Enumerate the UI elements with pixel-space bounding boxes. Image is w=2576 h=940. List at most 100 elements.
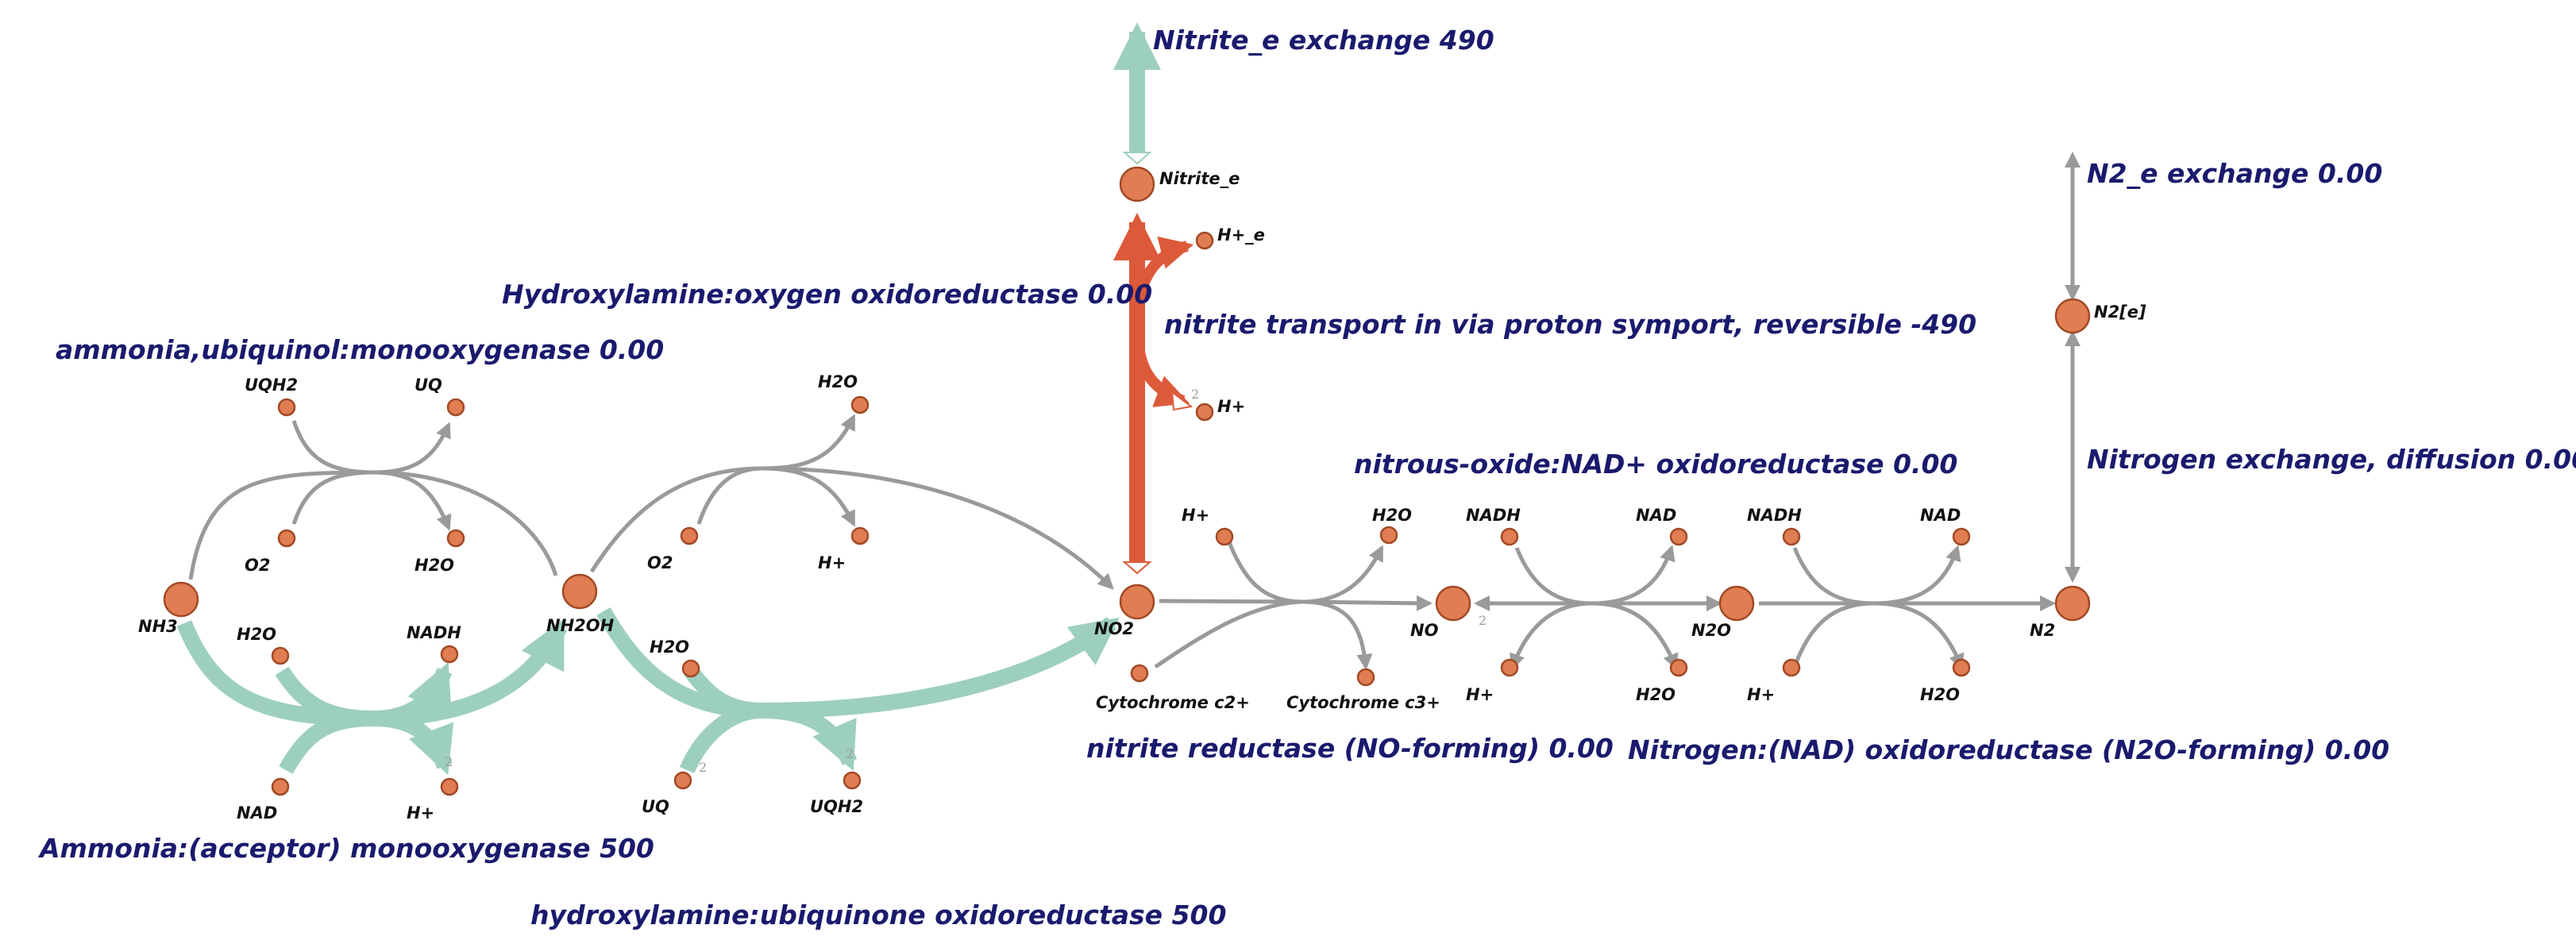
reaction-label-hao-o2[interactable]: Hydroxylamine:oxygen oxidoreductase 0.00 [502, 279, 1152, 310]
metabolite-no2[interactable] [1119, 584, 1155, 620]
metabolite-label: Cytochrome c3+ [1286, 693, 1440, 712]
reaction-label-nitrite-reductase[interactable]: nitrite reductase (NO-forming) 0.00 [1086, 733, 1614, 764]
metabolite-uq[interactable] [446, 398, 465, 417]
metabolite-h[interactable] [440, 777, 459, 796]
reaction-segment[interactable] [1873, 601, 1965, 670]
metabolite-nadh[interactable] [440, 645, 459, 664]
reaction-label-amo-ubq[interactable]: ammonia,ubiquinol:monooxygenase 0.00 [56, 334, 664, 365]
metabolite-label: Cytochrome c2+ [1096, 693, 1250, 712]
reaction-label-nor[interactable]: nitrous-oxide:NAD+ oxidoreductase 0.00 [1354, 449, 1957, 480]
arrowhead [1170, 390, 1194, 411]
metabolite-label: NO [1410, 621, 1439, 640]
metabolite-h2o[interactable] [1379, 526, 1398, 545]
reaction-labels: ammonia,ubiquinol:monooxygenase 0.00 Amm… [37, 25, 2576, 930]
reaction-label-n2or[interactable]: Nitrogen:(NAD) oxidoreductase (N2O-formi… [1628, 734, 2389, 765]
metabolite-label: NO2 [1094, 619, 1134, 638]
reaction-segment[interactable] [1224, 535, 1303, 604]
reaction-segment[interactable] [1792, 601, 1875, 668]
metabolite-no[interactable] [1435, 585, 1471, 622]
metabolite-nh2oh[interactable] [561, 573, 598, 610]
reaction-segment[interactable] [1154, 599, 1303, 669]
reaction-segment[interactable] [291, 470, 374, 525]
metabolite-nad[interactable] [1669, 527, 1688, 546]
metabolite-label: H+ [1217, 397, 1245, 416]
metabolite-label: NADH [1466, 506, 1521, 525]
reaction-segment[interactable] [1873, 545, 1961, 606]
reaction-segment[interactable] [372, 470, 452, 531]
metabolite-nitrite-e[interactable] [1119, 166, 1155, 202]
reaction-segment[interactable] [1514, 547, 1593, 606]
reaction-segment[interactable] [762, 414, 856, 471]
reaction-segment[interactable] [1132, 236, 1194, 326]
metabolite-h[interactable] [1782, 658, 1801, 677]
metabolite-h2o[interactable] [446, 529, 465, 548]
arrowhead [1122, 152, 1152, 165]
reaction-segment[interactable] [291, 420, 374, 475]
reaction-segment[interactable] [372, 422, 451, 475]
reaction-label-hao-ubq[interactable]: hydroxylamine:ubiquinone oxidoreductase … [530, 900, 1226, 930]
metabolite-o2[interactable] [680, 526, 699, 545]
metabolite-h2o[interactable] [1669, 658, 1688, 677]
metabolite-h[interactable] [850, 526, 870, 545]
reaction-segment[interactable] [1510, 601, 1593, 670]
metabolite-o2[interactable] [277, 529, 296, 548]
metabolite-label: NADH [1747, 506, 1802, 525]
reaction-segment[interactable] [1301, 545, 1384, 604]
metabolite-h2o[interactable] [850, 395, 870, 414]
reaction-label-n2-exchange[interactable]: N2_e exchange 0.00 [2087, 158, 2382, 189]
reaction-segment[interactable] [679, 703, 763, 774]
reaction-segment[interactable] [1591, 601, 1679, 670]
reaction-segment[interactable] [762, 466, 856, 527]
reaction-segment[interactable] [762, 703, 858, 772]
metabolite-h[interactable] [1500, 658, 1519, 677]
metabolite-label: UQ [642, 797, 669, 816]
reaction-segment[interactable] [589, 466, 1114, 590]
metabolite-uqh2[interactable] [843, 771, 862, 790]
reaction-segment[interactable] [596, 607, 1120, 719]
metabolite-label: NAD [1920, 506, 1961, 525]
metabolite-label: H2O [237, 625, 276, 644]
metabolite-h2o[interactable] [271, 646, 290, 665]
forward-flux-segments [176, 22, 1161, 776]
metabolite-nadh[interactable] [1500, 527, 1519, 546]
metabolite-uqh2[interactable] [277, 398, 296, 417]
metabolite-cytochrome-c2[interactable] [1130, 664, 1149, 683]
reaction-segment[interactable] [279, 711, 374, 774]
metabolite-cytochrome-c3[interactable] [1356, 668, 1375, 687]
metabolite-nad[interactable] [1952, 527, 1971, 546]
stoichiometry-marks: 2 2 2 2 2 [445, 387, 1487, 775]
metabolite-nad[interactable] [271, 777, 290, 796]
reaction-segment[interactable] [372, 711, 454, 776]
metabolite-label: H+ [1466, 685, 1494, 704]
reaction-label-amo[interactable]: Ammonia:(acceptor) monooxygenase 500 [37, 833, 654, 864]
metabolite-nh3[interactable] [163, 581, 199, 618]
metabolite-h[interactable] [1215, 527, 1234, 546]
metabolite-label: H+ [818, 553, 846, 572]
metabolite-n2[interactable] [2054, 585, 2091, 622]
metabolite-label: O2 [245, 556, 270, 575]
stoich-mark: 2 [445, 754, 453, 769]
metabolite-h2o[interactable] [1952, 658, 1971, 677]
metabolite-label: N2 [2030, 621, 2055, 640]
metabolite-h-e[interactable] [1195, 231, 1214, 250]
reaction-label-n2-diffusion[interactable]: Nitrogen exchange, diffusion 0.00 [2087, 444, 2576, 475]
reaction-label-nitrite-exchange[interactable]: Nitrite_e exchange 490 [1153, 25, 1494, 56]
metabolite-nadh[interactable] [1782, 527, 1801, 546]
reaction-segment[interactable] [1301, 599, 1373, 670]
metabolite-h2o[interactable] [681, 659, 700, 678]
metabolite-label: H2O [650, 638, 689, 657]
reaction-segment[interactable] [696, 466, 763, 525]
metabolite-uq[interactable] [673, 771, 692, 790]
metabolite-label: H2O [1920, 685, 1960, 704]
reaction-segment[interactable] [1792, 547, 1875, 606]
reaction-label-nitrite-transport[interactable]: nitrite transport in via proton symport,… [1164, 309, 1976, 340]
metabolite-label: O2 [647, 553, 673, 572]
metabolite-h[interactable] [1195, 403, 1214, 422]
stoich-mark: 2 [1479, 613, 1487, 628]
metabolite-n2-e[interactable] [2054, 298, 2091, 334]
metabolite-n2o[interactable] [1718, 585, 1755, 622]
metabolite-label: H2O [1372, 506, 1412, 525]
reaction-segment[interactable] [1591, 545, 1676, 606]
metabolite-label: UQH2 [245, 376, 298, 395]
